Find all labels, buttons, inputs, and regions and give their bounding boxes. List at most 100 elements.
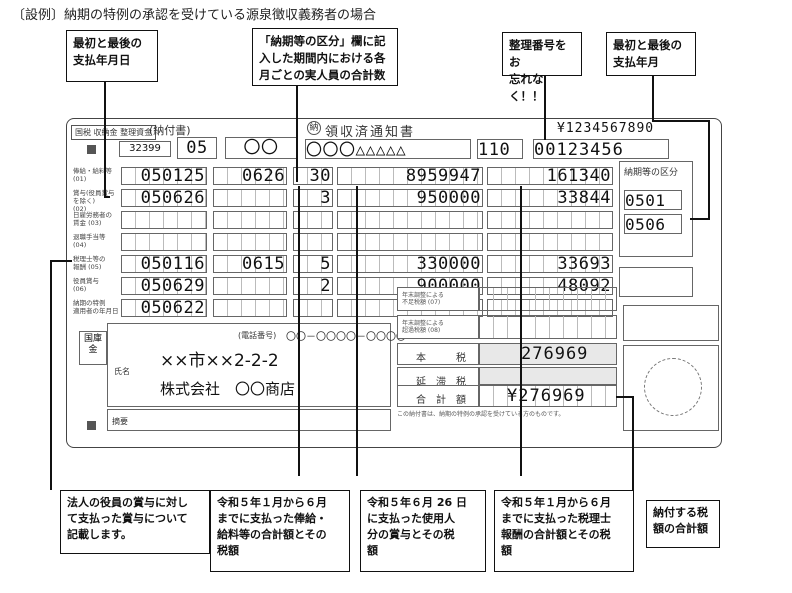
row-label: 税理士等の 報酬 (05) — [73, 255, 106, 271]
callout-payment-total: 納付する税 額の合計額 — [646, 500, 720, 548]
connector-line — [708, 120, 710, 218]
total-label: 合 計 額 — [416, 395, 466, 406]
row-cells-from — [121, 255, 207, 273]
callout-period-count: 「納期等の区分」欄に記 入した期間内における各 月ごとの実人員の合計数 — [252, 28, 398, 86]
tax-cells — [479, 343, 617, 365]
penalty-cells — [479, 367, 617, 385]
address-box: (電話番号) 〇〇－〇〇〇〇－〇〇〇〇 ××市××2-2-2 株式会社 〇〇商店… — [107, 323, 406, 407]
connector-line — [50, 260, 52, 490]
row-cells-amount — [337, 233, 483, 251]
tax-code: 110 — [477, 139, 523, 160]
callout-ref-number: 整理番号をお 忘れなく！！ — [502, 32, 582, 103]
phone-number: 〇〇－〇〇〇〇－〇〇〇〇 — [286, 332, 406, 343]
office-code: 32399 — [119, 141, 171, 157]
row-cells-people — [293, 189, 333, 207]
row-cells-amount — [337, 189, 483, 207]
row-cells-from — [121, 189, 207, 207]
row-label: 日雇労務者の 賃金 (03) — [73, 211, 112, 227]
row-value-amount: 950000 — [416, 188, 481, 208]
row-value-people: 3 — [320, 188, 331, 208]
form-notes: この納付書は、納期の特例の承認を受けている方のものです。 — [397, 411, 565, 418]
summary-box: 摘要 — [107, 409, 391, 431]
row-cells-to — [213, 167, 287, 185]
connector-line — [544, 76, 546, 140]
row-label: 俸給・給料等 (01) — [73, 167, 112, 183]
row-value-tax: 33844 — [557, 188, 611, 208]
form-title-main: 領収済通知書 — [325, 125, 416, 140]
row-cells-people — [293, 299, 333, 317]
tax-office-stamp-area — [619, 267, 693, 297]
row-cells-tax — [487, 211, 613, 229]
adjust-box-1: 年末調整による 不足税額 (07) — [397, 287, 479, 311]
adjust-cells-2 — [479, 315, 617, 339]
row-cells-to — [213, 255, 287, 273]
table-row: 賞与(役員賞与を除く) (02) 050626 3 950000 33844 — [67, 187, 617, 213]
row-value-from: 050622 — [140, 298, 205, 318]
callout-officer-bonus: 法人の役員の賞与に対し て支払った賞与について 記載します。 — [60, 490, 210, 554]
row-value-from: 050116 — [140, 254, 205, 274]
name-label: 氏名 — [114, 367, 130, 376]
company-name: 株式会社 〇〇商店 — [160, 380, 296, 398]
table-row: 日雇労務者の 賃金 (03) — [67, 209, 617, 231]
row-cells-to — [213, 211, 287, 229]
connector-line — [356, 186, 358, 476]
receipt-stamp-area — [623, 345, 719, 431]
year-code: 05 — [177, 137, 217, 159]
stamp-circle — [644, 358, 702, 416]
row-value-from: 050626 — [140, 188, 205, 208]
period-from: 0501 — [624, 190, 682, 210]
withholding-tax-form: 国税 収納金 整理資金 (納付書) 納 領収済通知書 32399 05 〇〇 〇… — [66, 118, 722, 448]
top-right-digits: ¥1234567890 — [557, 121, 655, 136]
summary-label: 摘要 — [112, 417, 128, 426]
form-title-nofusho: (納付書) — [149, 124, 191, 137]
row-value-people: 5 — [320, 254, 331, 274]
table-row: 税理士等の 報酬 (05) 050116 0615 5 330000 33693 — [67, 253, 617, 275]
phone-label: (電話番号) — [238, 331, 277, 340]
row-value-tax: 33693 — [557, 254, 611, 274]
penalty-label: 延 滞 税 — [416, 377, 466, 388]
signature-area — [623, 305, 719, 341]
connector-line — [50, 260, 72, 262]
row-label: 退職手当等 (04) — [73, 233, 106, 249]
reference-marks: 〇〇〇△△△△△ — [305, 139, 471, 159]
bottom-marker-icon — [87, 421, 96, 430]
row-cells-people — [293, 255, 333, 273]
connector-line — [690, 218, 710, 220]
period-to: 0506 — [624, 214, 682, 234]
row-cells-amount — [337, 255, 483, 273]
adjust-label-1: 年末調整による 不足税額 (07) — [402, 292, 444, 306]
row-value-to: 0626 — [242, 166, 285, 186]
connector-line — [652, 120, 710, 122]
row-cells-from — [121, 299, 207, 317]
row-cells-tax — [487, 189, 613, 207]
left-stamp: 国庫金 — [79, 331, 107, 365]
row-cells-tax — [487, 167, 613, 185]
callout-first-last-date: 最初と最後の 支払年月日 — [66, 30, 158, 82]
period-label: 納期等の区分 — [624, 168, 679, 178]
row-value-people: 30 — [309, 166, 331, 186]
row-value-from: 050125 — [140, 166, 205, 186]
row-value-amount: 330000 — [416, 254, 481, 274]
connector-line — [632, 396, 634, 572]
row-value-people: 2 — [320, 276, 331, 296]
row-label: 役員賞与 (06) — [73, 277, 99, 293]
adjust-cells-1 — [479, 287, 617, 311]
connector-line — [520, 186, 522, 476]
row-cells-people — [293, 211, 333, 229]
row-cells-tax — [487, 233, 613, 251]
callout-tax-accountant-total: 令和５年１月から６月 までに支払った税理士 報酬の合計額とその税 額 — [494, 490, 634, 572]
callout-salary-total: 令和５年１月から６月 までに支払った俸給・ 給料等の合計額とその 税額 — [210, 490, 350, 572]
row-label: 賞与(役員賞与を除く) (02) — [73, 189, 115, 213]
row-cells-amount — [337, 167, 483, 185]
page-heading: 〔設例〕納期の特例の承認を受けている源泉徴収義務者の場合 — [12, 8, 377, 23]
row-value-amount: 8959947 — [405, 166, 481, 186]
callout-first-last-month: 最初と最後の 支払年月 — [606, 32, 696, 76]
adjust-label-2: 年末調整による 超過税額 (08) — [402, 320, 444, 334]
connector-line — [652, 76, 654, 120]
row-cells-people — [293, 277, 333, 295]
row-value-from: 050629 — [140, 276, 205, 296]
total-amount: ¥276969 — [507, 386, 586, 406]
row-value-to: 0615 — [242, 254, 285, 274]
